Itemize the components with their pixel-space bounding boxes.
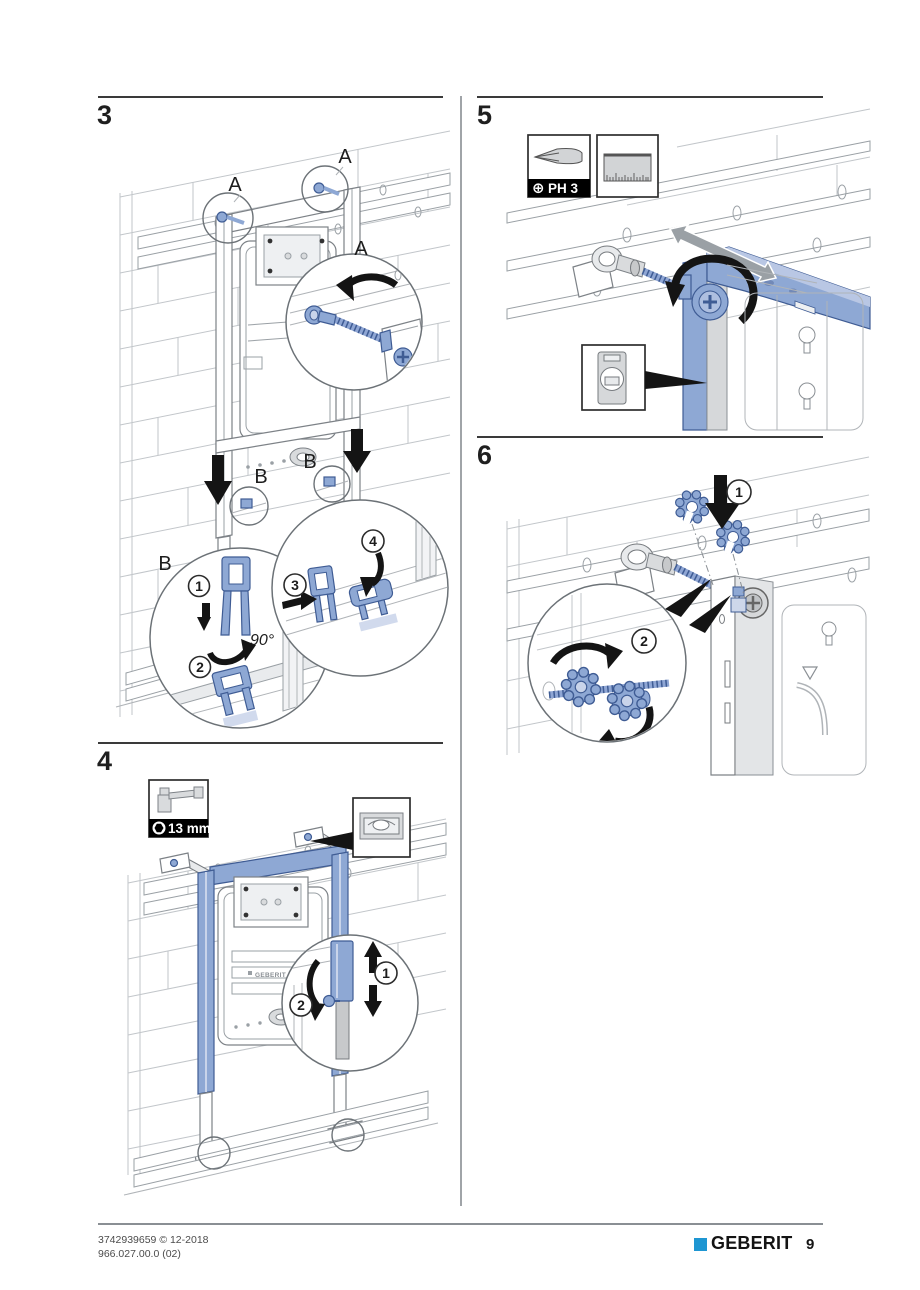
section-4-rule — [98, 742, 443, 744]
cistern-side-panel — [781, 604, 867, 776]
svg-text:1: 1 — [195, 578, 203, 594]
brand-logo-text: GEBERIT — [711, 1233, 793, 1253]
svg-text:1: 1 — [382, 965, 390, 981]
detail-label-b2: B — [303, 451, 316, 473]
phillips-bit-icon — [533, 148, 583, 165]
callout-pointer-icon — [310, 832, 353, 850]
svg-text:2: 2 — [297, 997, 305, 1013]
foot-marker-left — [197, 1136, 231, 1170]
detail-marker-b2: B — [303, 451, 351, 503]
fastener-clip-step2 — [211, 665, 259, 727]
step-1-badge: 1 — [187, 574, 211, 598]
section-3-number: 3 — [97, 100, 113, 130]
step-2-badge: 2 — [289, 993, 313, 1017]
detail-marker-b1: B — [229, 466, 269, 526]
section-5-number: 5 — [477, 100, 493, 130]
detail-label-a: A — [354, 238, 368, 260]
detail-circle-leg-adjust: 1 2 — [281, 934, 419, 1072]
footer-doc-info: 3742939659 © 12-2018 966.027.00.0 (02) — [98, 1234, 209, 1261]
illustration-step-5: ⊕ PH 3 — [506, 108, 871, 431]
slide-double-arrow-icon — [668, 223, 778, 284]
footer-rule — [98, 1223, 823, 1225]
section-6-rule — [477, 436, 823, 438]
level-check-callout — [581, 344, 707, 411]
up-down-arrow-icon — [364, 941, 382, 1017]
svg-text:2: 2 — [196, 659, 204, 675]
hex-socket-icon — [152, 821, 166, 835]
detail-label-a1: A — [228, 174, 242, 196]
fastener-clip-step1 — [220, 556, 251, 636]
page-number: 9 — [806, 1236, 815, 1253]
step-2-badge: 2 — [631, 628, 657, 654]
spirit-level-icon — [597, 351, 627, 405]
illustration-step-6: 1 2 — [506, 456, 870, 776]
rotation-angle-label: 90° — [250, 632, 275, 649]
step-3-badge: 3 — [283, 573, 307, 597]
triangle-mark-icon — [801, 666, 819, 681]
detail-circle-tighten-nuts: 2 — [527, 583, 687, 743]
adjusting-screw — [691, 283, 729, 321]
step-1-badge: 1 — [374, 961, 398, 985]
section-4-number: 4 — [97, 746, 113, 776]
detail-circle-steps-3-4: 3 4 — [271, 499, 449, 677]
svg-text:1: 1 — [735, 484, 743, 500]
detail-label-b1: B — [254, 466, 267, 488]
spirit-level-icon — [359, 812, 404, 840]
section-6-number: 6 — [477, 440, 493, 470]
keyhole-icon — [798, 326, 816, 354]
insert-down-arrow-icon — [705, 475, 740, 529]
svg-text:3: 3 — [291, 577, 299, 593]
footer-doc-id: 3742939659 © 12-2018 — [98, 1234, 209, 1246]
phillips-icon: ⊕ — [532, 179, 545, 197]
section-5-rule — [477, 96, 823, 98]
rotate-arrow-icon — [665, 254, 758, 324]
detail-label-b: B — [158, 553, 171, 575]
push-down-arrow-left — [204, 455, 232, 505]
step-2-badge: 2 — [188, 655, 212, 679]
floor-rail — [123, 1090, 439, 1196]
cistern-side-panel — [726, 264, 864, 431]
svg-text:4: 4 — [369, 533, 377, 549]
retaining-clip-nut — [669, 484, 715, 531]
phillips-tool-callout: ⊕ PH 3 — [527, 134, 591, 198]
detail-label-a2: A — [338, 146, 352, 168]
socket-tool-callout: 13 mm — [148, 779, 211, 838]
socket-size-label: 13 mm — [168, 821, 211, 836]
callout-pointer-icon — [665, 579, 711, 617]
callout-pointer-icon — [689, 595, 731, 633]
detail-marker-a2: A — [301, 146, 352, 213]
callout-pointer-icon — [645, 371, 707, 389]
keyhole-icon — [798, 382, 816, 410]
spirit-level-callout — [310, 797, 411, 858]
fastener-clip-step3 — [307, 565, 338, 623]
column-divider — [460, 96, 462, 1206]
section-3-rule — [98, 96, 443, 98]
footer-version: 966.027.00.0 (02) — [98, 1247, 181, 1260]
push-down-arrow-right — [343, 429, 371, 473]
brand-logo: GEBERIT — [694, 1233, 792, 1254]
phillips-size-label: PH 3 — [548, 181, 579, 196]
wall-bracket — [572, 245, 646, 298]
cistern-brand-label: GEBERIT — [255, 972, 286, 979]
svg-text:2: 2 — [640, 633, 648, 649]
illustration-step-4: GEBERIT — [123, 779, 447, 1196]
socket-wrench-icon — [157, 786, 204, 813]
rotate-arrow-icon — [306, 959, 321, 1007]
illustration-step-3: A A — [115, 130, 451, 729]
detail-marker-a1: A — [202, 174, 254, 244]
step-1-badge: 1 — [726, 479, 752, 505]
keyhole-icon — [821, 621, 837, 646]
leader-line — [691, 523, 714, 586]
ruler-icon — [603, 153, 652, 182]
step-4-badge: 4 — [361, 529, 385, 553]
ruler-tool-callout — [596, 134, 659, 198]
brand-logo-icon — [694, 1238, 707, 1251]
foot-marker-right — [331, 1118, 365, 1152]
frame-column — [710, 575, 774, 776]
